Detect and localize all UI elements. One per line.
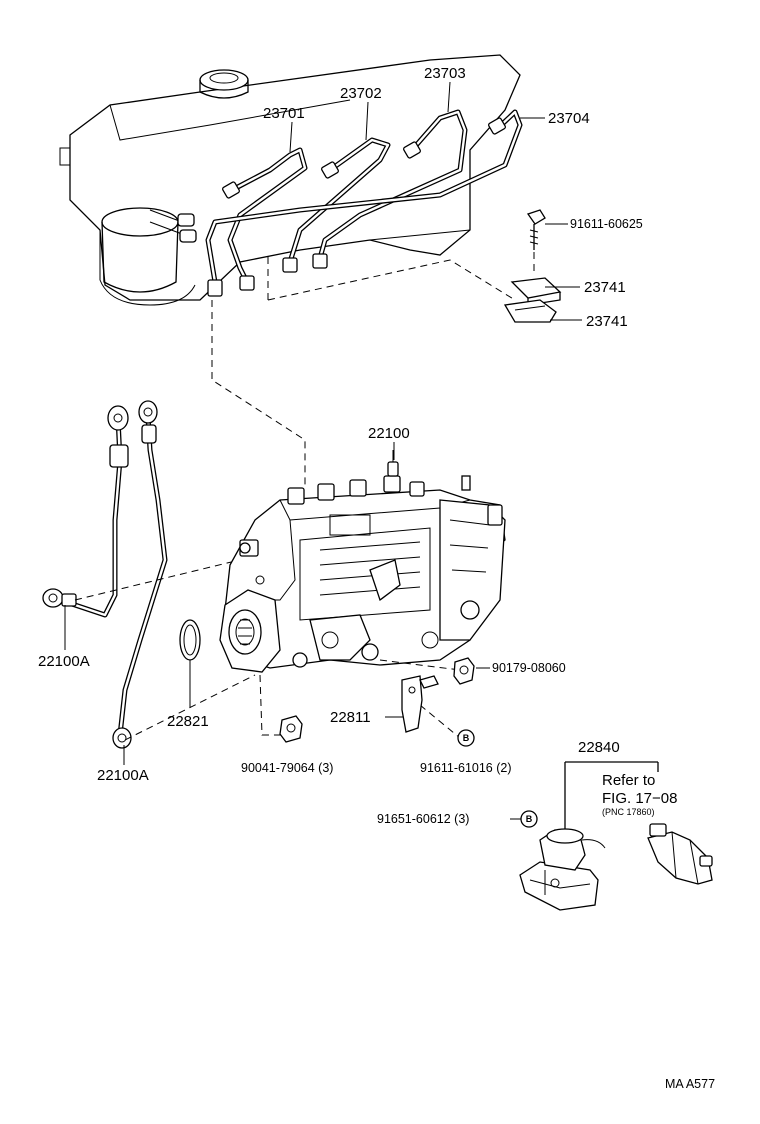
label-23741-lower: 23741 <box>586 313 628 330</box>
label-23702: 23702 <box>340 85 382 102</box>
label-91651-60612: 91651-60612 (3) <box>377 812 469 826</box>
b-marker-1: B <box>457 729 475 747</box>
label-22840: 22840 <box>578 739 620 756</box>
label-23701: 23701 <box>263 105 305 122</box>
injection-pipe-23703 <box>312 109 468 269</box>
label-90041-79064: 90041-79064 (3) <box>241 761 333 775</box>
injection-pipe-23704 <box>205 109 523 297</box>
label-22811: 22811 <box>330 709 371 726</box>
leader-lines <box>64 81 582 820</box>
injection-pipe-23701 <box>222 147 308 291</box>
label-23704: 23704 <box>548 110 590 127</box>
label-22100A-rear: 22100A <box>97 767 149 784</box>
fuel-hose-22100A-rear <box>112 400 168 749</box>
svg-text:B: B <box>463 733 470 743</box>
b-marker-2: B <box>520 810 538 828</box>
figure-code: MA A577 <box>665 1077 715 1091</box>
label-22100A-front: 22100A <box>38 653 90 670</box>
label-23703: 23703 <box>424 65 466 82</box>
clamp-bolt <box>526 209 546 275</box>
actuator-22840 <box>519 828 606 911</box>
reference-vsv-part <box>647 823 713 885</box>
refer-line-2: FIG. 17−08 <box>602 790 677 807</box>
injection-pipe-23702 <box>282 137 391 273</box>
nut-90041-79064 <box>279 715 303 743</box>
label-90179-08060: 90179-08060 <box>492 661 566 675</box>
nut-90179-08060 <box>453 657 475 685</box>
svg-text:B: B <box>526 814 533 824</box>
engine-block-outline <box>59 54 521 306</box>
label-23741-upper: 23741 <box>584 279 626 296</box>
injection-pump-22100 <box>219 450 506 673</box>
label-91611-61016: 91611-61016 (2) <box>420 761 512 775</box>
bracket-22811 <box>401 675 439 733</box>
label-91611-60625: 91611-60625 <box>570 217 643 231</box>
pipe-clamp-23741 <box>503 277 562 323</box>
refer-pnc: (PNC 17860) <box>602 807 655 817</box>
fuel-hose-22100A-front <box>42 405 129 618</box>
o-ring-22821 <box>179 619 201 708</box>
label-22821: 22821 <box>167 713 209 730</box>
refer-line-1: Refer to <box>602 772 655 789</box>
label-22100: 22100 <box>368 425 410 442</box>
